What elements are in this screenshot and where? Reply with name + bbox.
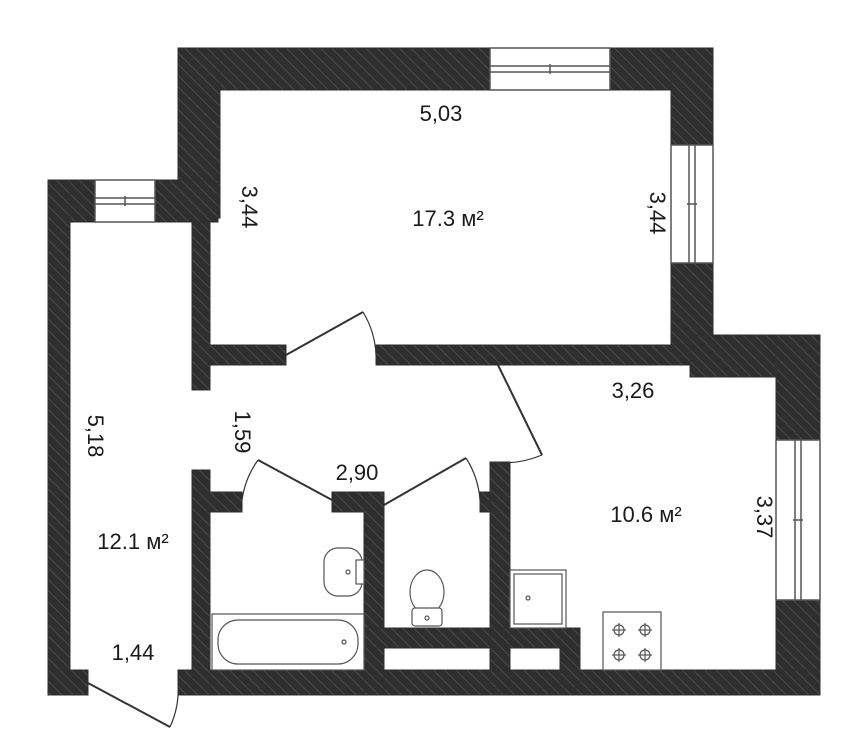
wall-hall-left — [47, 179, 71, 696]
door-bathroom — [241, 459, 333, 501]
wall-shaft-right — [559, 627, 581, 689]
dim-living-top: 5,03 — [420, 101, 463, 126]
dim-living-right: 3,44 — [645, 192, 670, 235]
dim-hall-bottom: 1,44 — [112, 640, 155, 665]
wall-bottom-left — [47, 669, 89, 696]
door-entrance — [87, 682, 179, 728]
dim-bath-top: 2,90 — [336, 460, 379, 485]
wall-shaft-mid — [489, 627, 511, 689]
bathtub — [211, 613, 365, 671]
toilet — [409, 569, 445, 627]
wall-bath-top-left — [191, 491, 243, 513]
door-living — [285, 311, 377, 356]
wall-bath-left — [191, 469, 211, 696]
window-hall-top — [94, 179, 156, 223]
kitchen-area-label: 10.6 м² — [610, 502, 681, 527]
hall-area-label: 12.1 м² — [97, 529, 168, 554]
wall-living-top — [177, 47, 714, 91]
window-kitchen-right — [775, 439, 821, 601]
dim-hall-left: 5,18 — [83, 415, 108, 458]
dim-kitchen-top: 3,26 — [612, 378, 655, 403]
sink — [323, 547, 365, 597]
living-area-label: 17.3 м² — [412, 206, 483, 231]
door-wc — [383, 457, 481, 506]
dim-corridor-diag: 1,59 — [230, 411, 255, 454]
window-living-right — [670, 144, 714, 264]
kitchen-sink — [509, 569, 567, 629]
door-kitchen — [489, 364, 543, 464]
dim-kitchen-right: 3,37 — [752, 496, 777, 539]
wall-bath-wc-divider — [363, 491, 385, 693]
window-living-top — [489, 47, 611, 91]
wall-wc-bottom — [363, 627, 581, 649]
wall-living-bottom-left — [191, 344, 287, 366]
wall-living-bottom-right — [375, 344, 707, 366]
dim-living-left: 3,44 — [237, 186, 262, 229]
stove — [602, 611, 662, 671]
